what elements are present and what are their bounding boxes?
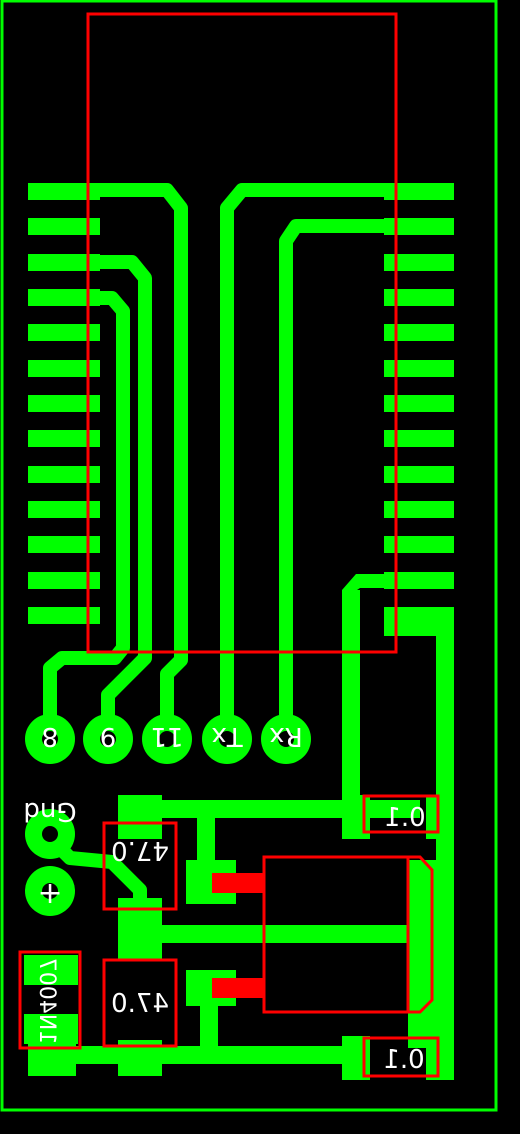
label-r2: 47.0 <box>111 989 169 1019</box>
label-plus: + <box>37 876 62 911</box>
regulator-outline <box>262 855 434 1014</box>
label-pin-rx: Rx <box>269 721 302 751</box>
label-pin-8: 8 <box>42 721 59 751</box>
c2-outline <box>362 1036 440 1078</box>
c1-outline <box>362 794 440 834</box>
label-pin-tx: Tx <box>211 721 243 751</box>
regulator-pin-2 <box>212 978 264 998</box>
board-outline <box>0 0 498 1112</box>
label-r1: 47.0 <box>111 835 169 865</box>
label-gnd: Gnd <box>23 796 76 826</box>
module-right-pads <box>384 183 454 624</box>
signal-traces <box>43 183 392 739</box>
label-diode: 1N4007 <box>34 958 59 1044</box>
label-c1: 0.1 <box>384 803 425 833</box>
diode-outline <box>18 950 82 1050</box>
module-left-pads <box>28 183 100 624</box>
diode-pad-bottom <box>24 1014 78 1044</box>
module-outline <box>86 12 398 654</box>
component-outlines <box>18 12 440 1078</box>
header-pads <box>25 714 311 916</box>
label-pin-9: 9 <box>100 721 117 751</box>
label-pin-11: 11 <box>150 721 183 751</box>
diode-pad-top <box>24 955 78 985</box>
regulator-pin-1 <box>212 873 264 893</box>
label-c2: 0.1 <box>383 1045 424 1075</box>
r2-outline <box>102 958 178 1048</box>
silkscreen: 8 9 11 Tx Rx Gnd + 47.0 47.0 0.1 0.1 1N4… <box>23 721 425 1075</box>
r1-outline <box>102 821 178 911</box>
